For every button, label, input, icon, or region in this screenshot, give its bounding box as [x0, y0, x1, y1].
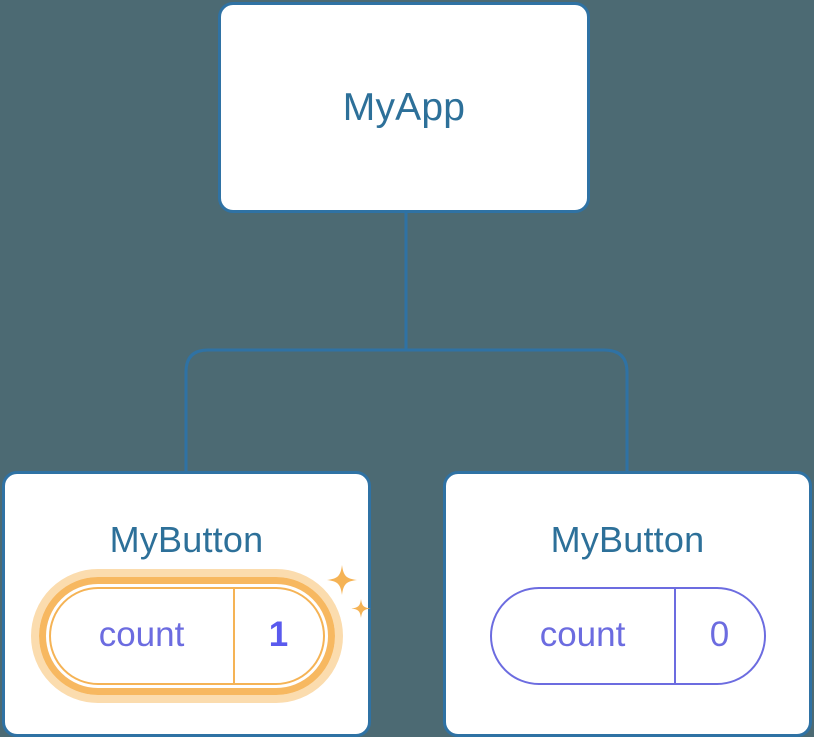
state-pill-right-body[interactable]: count 0 [489, 587, 766, 685]
node-myapp[interactable]: MyApp [218, 2, 590, 213]
state-pill-left[interactable]: count 1 [30, 565, 370, 703]
node-mybutton-right[interactable]: MyButton count 0 [443, 471, 812, 737]
state-key-left: count [98, 615, 185, 654]
node-mybutton-left[interactable]: MyButton count 1 [2, 471, 371, 737]
connector-branch-bus [184, 348, 629, 471]
node-mybutton-left-title: MyButton [109, 519, 264, 560]
state-value-left: 1 [232, 589, 323, 683]
state-key-right: count [539, 615, 626, 654]
state-pill-right[interactable]: count 0 [489, 587, 766, 685]
state-pill-left-body[interactable]: count 1 [48, 587, 325, 685]
sparkle-small-icon [351, 599, 370, 618]
state-value-right: 0 [673, 589, 764, 683]
node-mybutton-right-title: MyButton [550, 519, 705, 560]
sparkles-group [326, 565, 370, 618]
sparkle-large-icon [326, 565, 357, 595]
node-myapp-title: MyApp [342, 86, 466, 129]
